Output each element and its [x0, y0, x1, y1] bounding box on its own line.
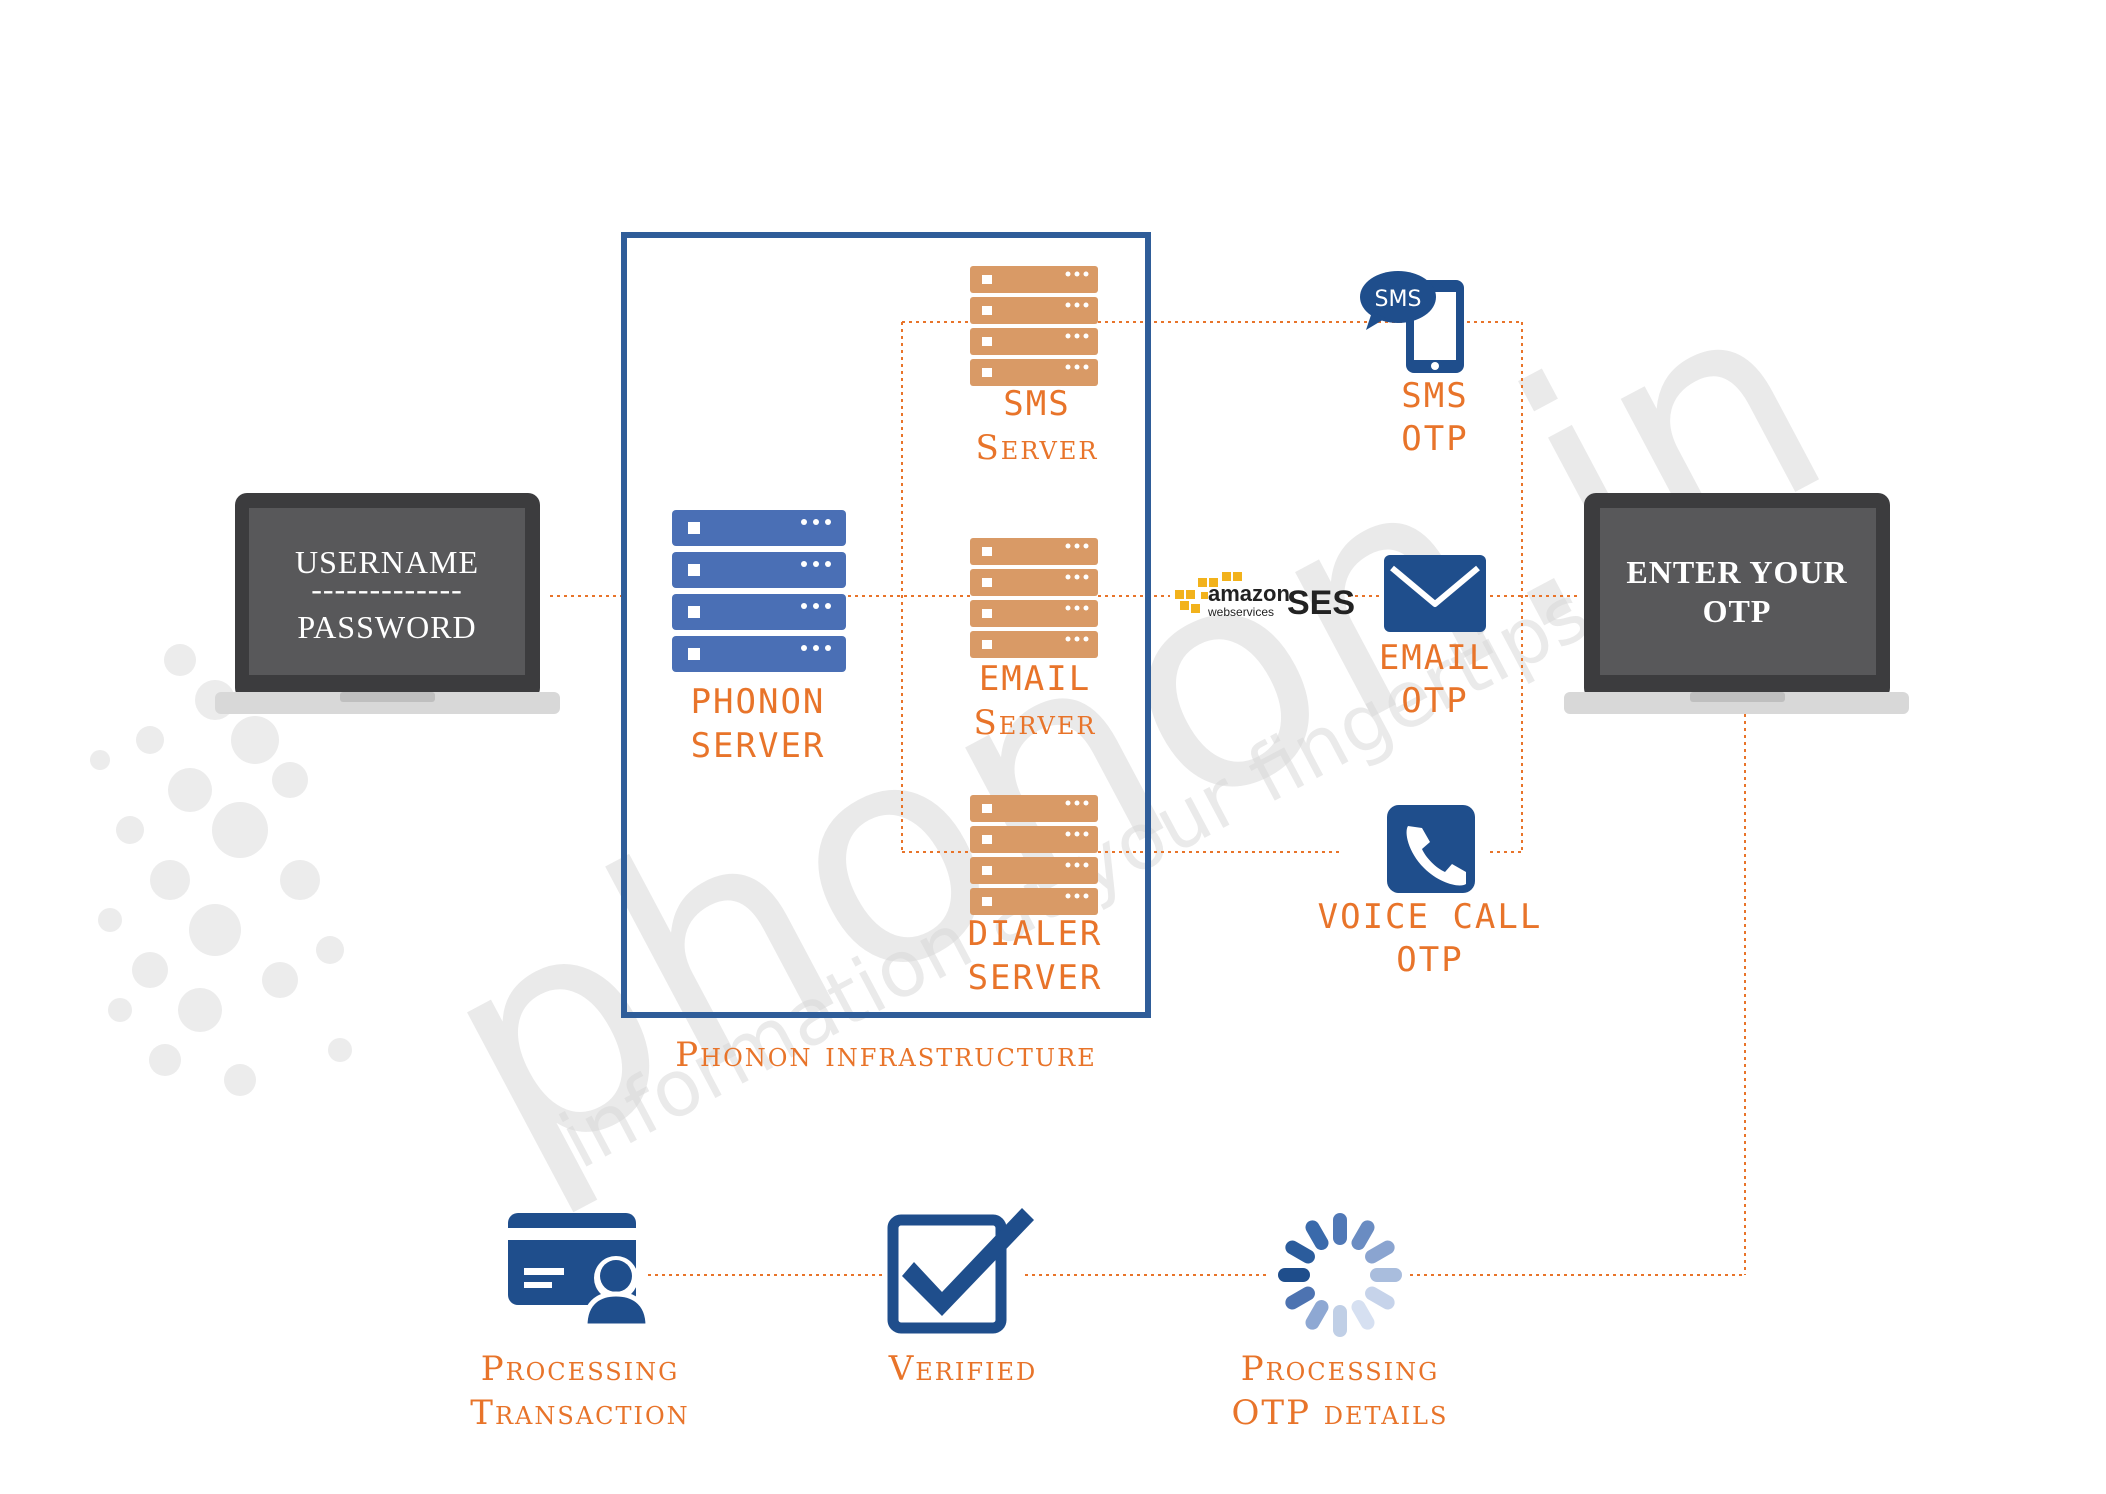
email-server-label-2: Server — [974, 703, 1097, 743]
verified-label: Verified — [888, 1349, 1038, 1389]
dialer-server-icon — [970, 795, 1098, 915]
enter-otp-line1: ENTER YOUR — [1626, 554, 1847, 590]
email-server-icon — [970, 538, 1098, 658]
watermark-dots — [90, 644, 352, 1096]
ses-product: SES — [1287, 584, 1355, 622]
email-otp-label-1: EMAIL — [1379, 638, 1491, 678]
phonon-server-icon — [672, 510, 846, 672]
email-server-label-1: EMAIL — [979, 659, 1091, 699]
processing-otp-label-1: Processing — [1241, 1349, 1440, 1389]
login-laptop: USERNAME ------------- PASSWORD — [215, 493, 560, 714]
amazon-ses-logo: amazon webservices SES — [1175, 572, 1355, 622]
verified-check-icon — [887, 1208, 1034, 1334]
email-otp-label-2: OTP — [1401, 681, 1468, 721]
credentials-separator: ------------- — [311, 571, 463, 607]
sms-bubble-text: SMS — [1375, 287, 1422, 312]
password-label: PASSWORD — [297, 609, 476, 645]
voice-otp-label-2: OTP — [1396, 940, 1463, 980]
otp-laptop: ENTER YOUR OTP — [1564, 493, 1909, 714]
amazon-sub: webservices — [1207, 605, 1274, 619]
sms-phone-icon: SMS — [1360, 271, 1464, 373]
phonon-server-label-1: PHONON — [691, 682, 826, 722]
phonon-server-label-2: SERVER — [691, 726, 826, 766]
sms-server-label-1: SMS — [1003, 384, 1070, 424]
credit-card-user-icon — [508, 1213, 651, 1329]
infrastructure-box — [621, 232, 1151, 1018]
dialer-server-label-2: SERVER — [968, 958, 1103, 998]
sms-server-label-2: Server — [976, 428, 1099, 468]
username-label: USERNAME — [295, 544, 479, 580]
sms-otp-label-1: SMS — [1401, 376, 1468, 416]
processing-otp-label-2: OTP details — [1232, 1393, 1449, 1433]
envelope-icon — [1384, 555, 1486, 632]
processing-transaction-label-2: Transaction — [470, 1393, 689, 1433]
connectors — [550, 321, 1746, 1276]
sms-otp-label-2: OTP — [1401, 419, 1468, 459]
loading-spinner-icon — [1278, 1213, 1402, 1337]
processing-transaction-label-1: Processing — [481, 1349, 680, 1389]
infrastructure-label: Phonon infrastructure — [675, 1035, 1096, 1075]
phone-call-icon — [1387, 805, 1475, 893]
amazon-brand: amazon — [1208, 581, 1290, 606]
sms-server-icon — [970, 266, 1098, 386]
dialer-server-label-1: DIALER — [968, 914, 1103, 954]
voice-otp-label-1: VOICE CALL — [1318, 897, 1543, 937]
enter-otp-line2: OTP — [1703, 593, 1772, 629]
